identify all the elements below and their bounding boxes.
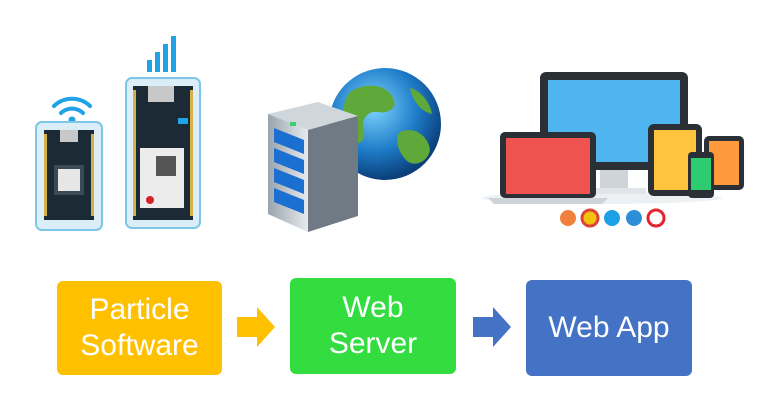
server-icon xyxy=(268,102,358,232)
chrome-icon xyxy=(580,208,600,228)
browser-icons xyxy=(560,208,666,228)
phone-icon xyxy=(688,152,714,198)
firefox-icon xyxy=(560,210,576,226)
electron-board xyxy=(125,77,201,229)
right-arrow-icon xyxy=(473,307,511,347)
particle-devices-illustration xyxy=(35,36,201,231)
wifi-icon xyxy=(52,96,92,124)
laptop-icon xyxy=(488,132,608,204)
particle-software-box: Particle Software xyxy=(57,281,222,375)
cellular-signal-icon xyxy=(147,36,176,72)
web-app-box: Web App xyxy=(526,280,692,376)
photon-board xyxy=(35,121,103,231)
opera-icon xyxy=(646,208,666,228)
ie-icon xyxy=(604,210,620,226)
multi-device-illustration xyxy=(482,72,744,228)
web-server-box: Web Server xyxy=(290,278,456,374)
server-globe-illustration xyxy=(268,68,441,232)
safari-icon xyxy=(626,210,642,226)
right-arrow-icon xyxy=(237,307,275,347)
